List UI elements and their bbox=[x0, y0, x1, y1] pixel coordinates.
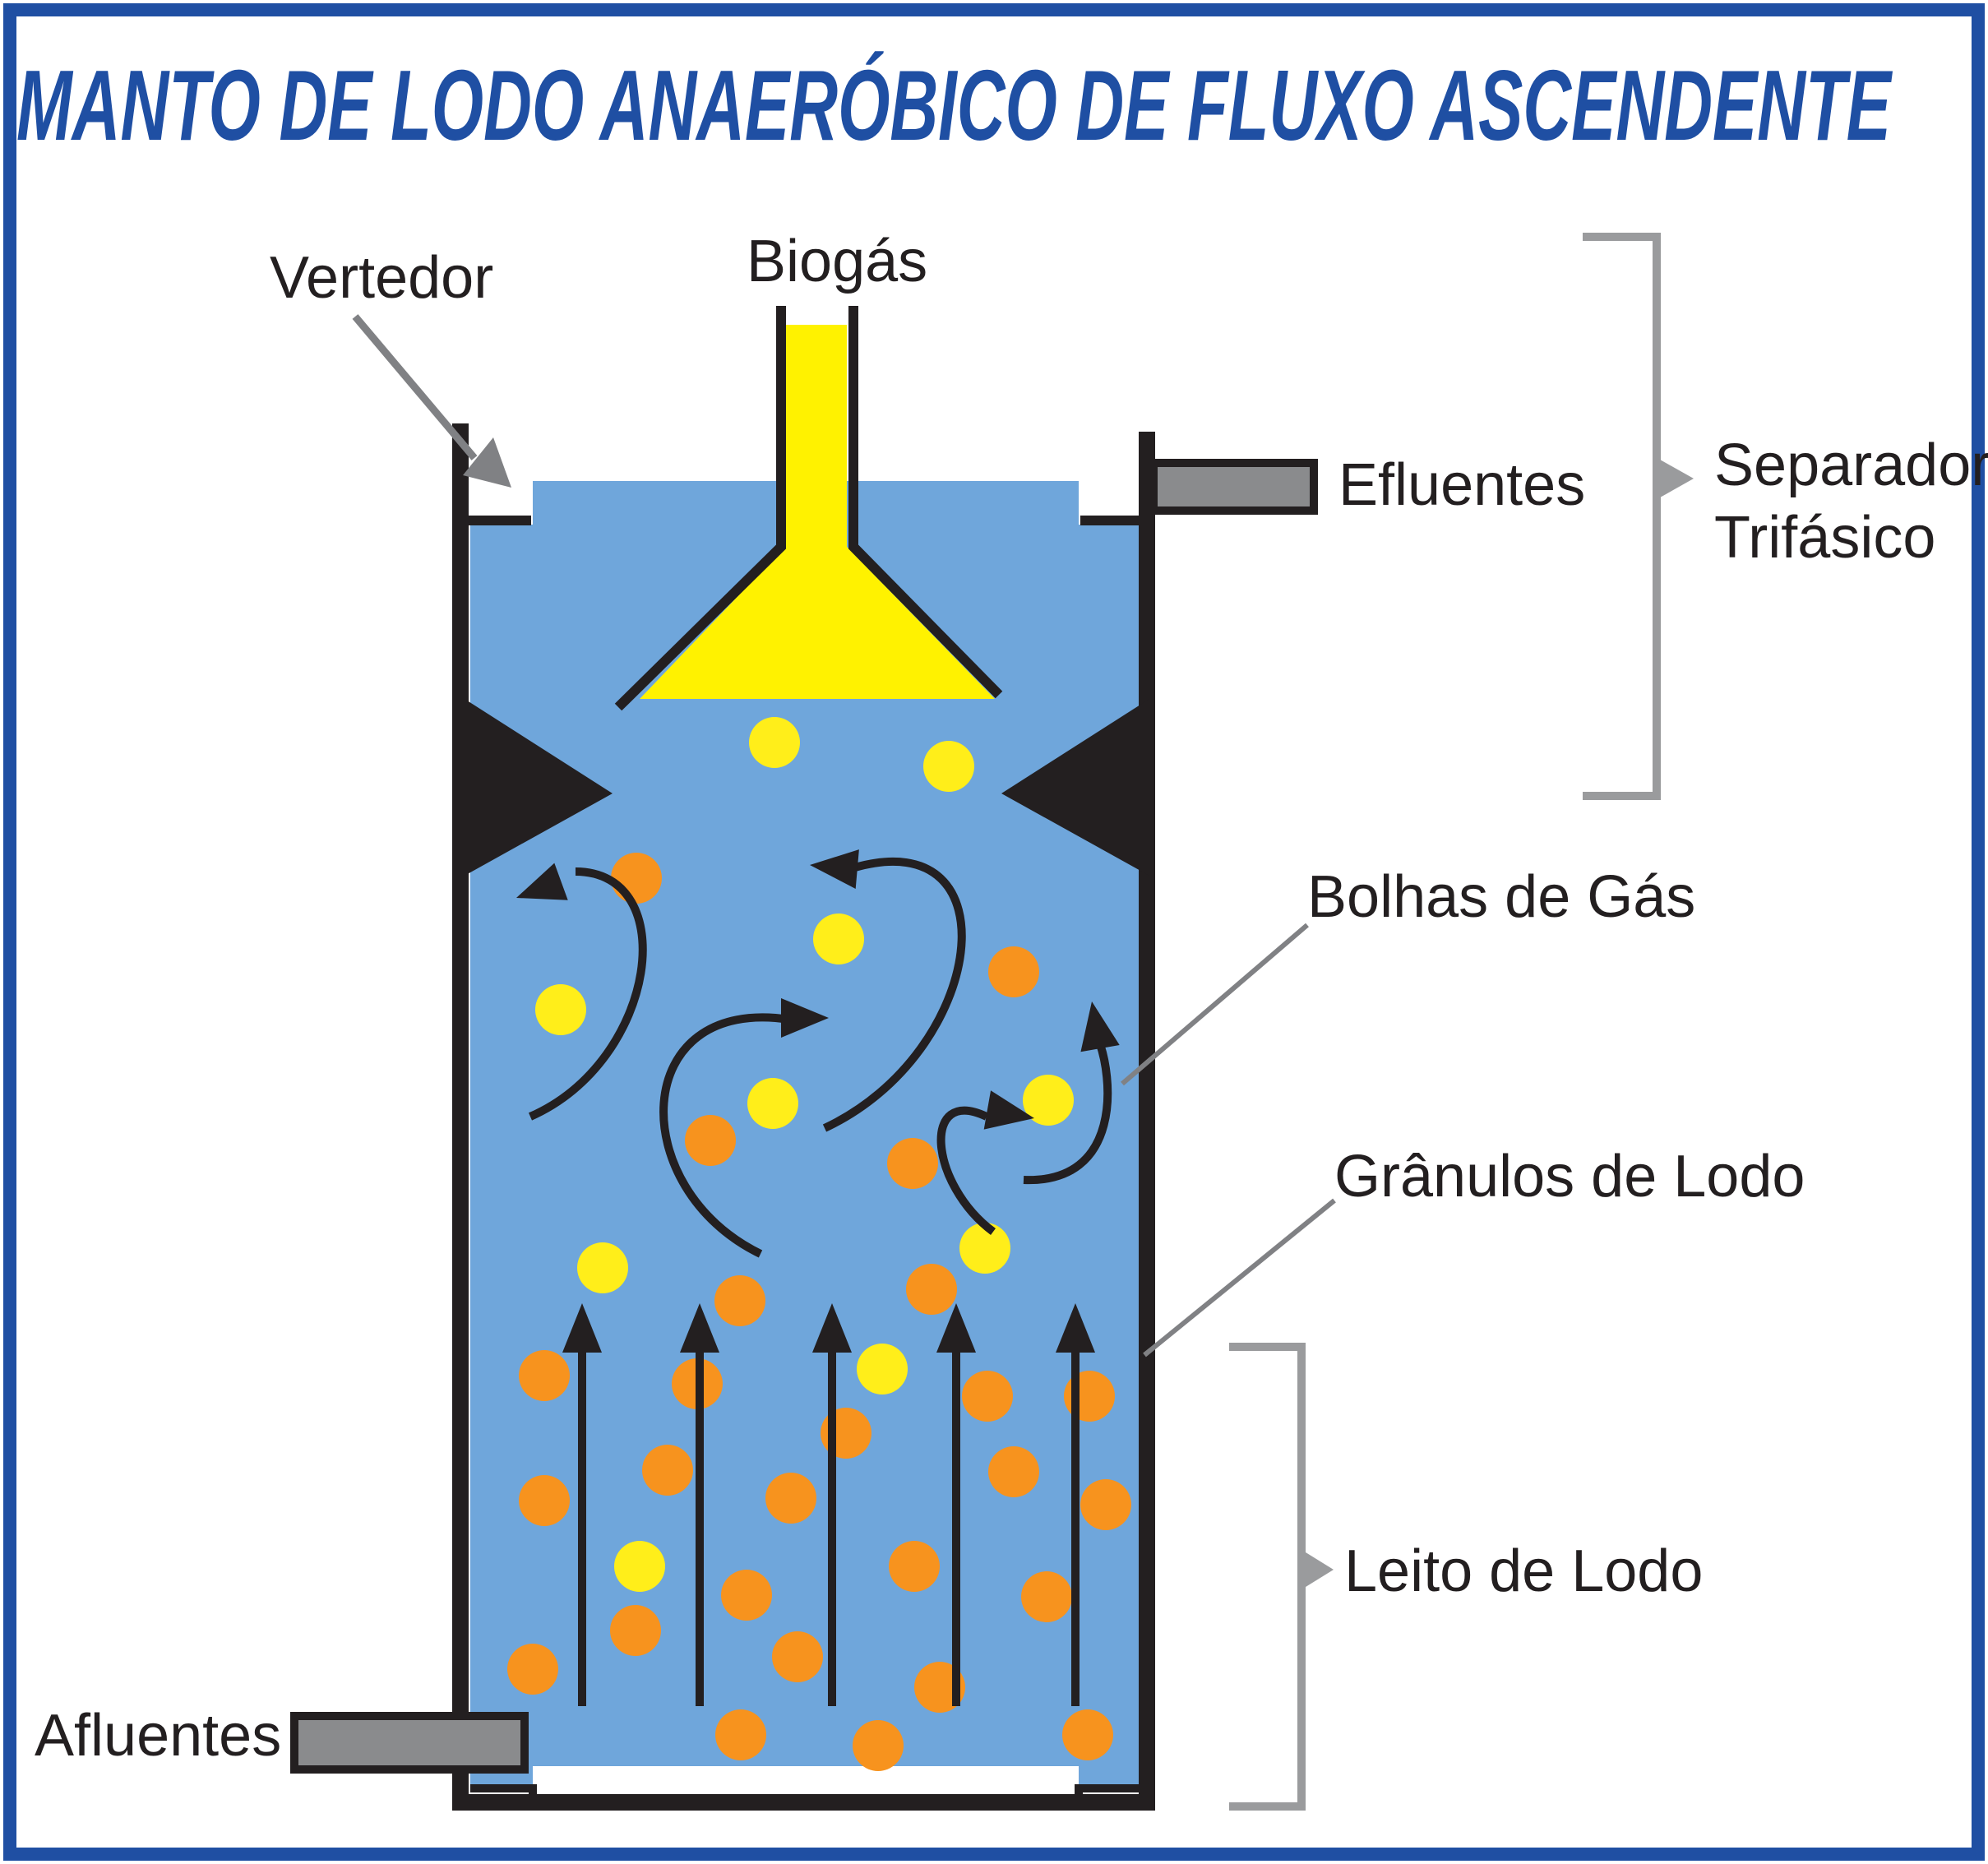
sludge-granule bbox=[611, 853, 662, 904]
sludge-granule bbox=[962, 1371, 1013, 1422]
label-bolhas: Bolhas de Gás bbox=[1307, 864, 1695, 930]
sludge-granule bbox=[610, 1605, 661, 1656]
sludge-granule bbox=[988, 946, 1039, 997]
arrow-head bbox=[983, 1090, 1034, 1130]
label-trifasico: Trifásico bbox=[1714, 505, 1935, 571]
diagram-title: MANTO DE LODO ANAERÓBICO DE FLUXO ASCEND… bbox=[16, 49, 1893, 161]
gas-bubble bbox=[749, 717, 800, 768]
sludge-granule bbox=[715, 1709, 766, 1760]
bottom-step bbox=[470, 1784, 537, 1801]
gas-bubble bbox=[535, 984, 586, 1035]
deflector-right bbox=[1001, 699, 1149, 876]
arrow-head bbox=[812, 1303, 852, 1353]
label-separador: Separador bbox=[1714, 432, 1988, 498]
arrow-head bbox=[562, 1303, 602, 1353]
gas-bubble bbox=[747, 1078, 798, 1129]
gas-hood-outline bbox=[848, 306, 1003, 699]
arrow-head bbox=[1080, 1001, 1120, 1052]
label-afluentes: Afluentes bbox=[35, 1703, 281, 1769]
sludge-granule bbox=[853, 1720, 904, 1771]
vertedor-pointer bbox=[352, 314, 478, 460]
deflector-left bbox=[465, 699, 613, 876]
sludge-granule bbox=[519, 1350, 570, 1401]
label-granulos: Grânulos de Lodo bbox=[1334, 1144, 1805, 1210]
granules-pointer bbox=[1143, 1198, 1336, 1358]
sludge-granule bbox=[642, 1445, 693, 1496]
effluent-pipe bbox=[1149, 459, 1318, 515]
gas-hood-outline bbox=[614, 306, 786, 711]
gas-bubble bbox=[614, 1541, 665, 1592]
sludge-granule bbox=[1021, 1571, 1072, 1622]
sludge-granule bbox=[906, 1264, 957, 1315]
reactor-wall-left bbox=[452, 423, 1155, 1811]
arrow-head bbox=[936, 1303, 976, 1353]
label-efluentes: Efluentes bbox=[1338, 452, 1585, 518]
sludge-granule bbox=[887, 1138, 938, 1189]
reactor bbox=[452, 306, 1155, 1811]
affluent-pipe bbox=[290, 1712, 529, 1774]
bottom-step bbox=[1075, 1784, 1143, 1801]
sludge-granule bbox=[1062, 1709, 1113, 1760]
sludge-granule bbox=[988, 1446, 1039, 1497]
curved-arrow-icon bbox=[659, 1013, 790, 1258]
flow-arrows bbox=[516, 849, 1120, 1706]
gas-hood bbox=[640, 325, 995, 699]
bubbles-pointer bbox=[1121, 923, 1309, 1086]
arrow-head bbox=[781, 998, 829, 1038]
arrow-head bbox=[680, 1303, 719, 1353]
sludge-granule bbox=[714, 1275, 765, 1326]
gas-bubble bbox=[577, 1242, 628, 1293]
curved-arrow-icon bbox=[1023, 1036, 1112, 1185]
sludge-granule bbox=[765, 1473, 816, 1524]
bed-bracket-tip bbox=[1299, 1548, 1334, 1591]
separator-bracket bbox=[1583, 233, 1661, 800]
sludge-granule bbox=[1080, 1479, 1131, 1530]
arrow-head bbox=[1056, 1303, 1095, 1353]
gas-bubble bbox=[923, 741, 974, 792]
gas-bubble bbox=[813, 913, 864, 964]
label-vertedor: Vertedor bbox=[270, 245, 493, 311]
sludge-granule bbox=[519, 1475, 570, 1526]
vertedor-pointer-head bbox=[463, 437, 511, 488]
sludge-granule bbox=[721, 1570, 772, 1621]
water-body bbox=[470, 481, 1144, 1791]
separator-bracket-tip bbox=[1654, 456, 1694, 501]
label-leito: Leito de Lodo bbox=[1344, 1538, 1703, 1604]
label-biogas: Biogás bbox=[747, 229, 927, 294]
curved-arrow-icon bbox=[936, 1106, 996, 1236]
sludge-granule bbox=[507, 1644, 558, 1695]
sludge-granule bbox=[772, 1631, 823, 1682]
gas-bubble bbox=[959, 1223, 1010, 1274]
curved-arrow-icon bbox=[528, 867, 647, 1121]
curved-arrow-icon bbox=[822, 858, 966, 1132]
gas-bubble bbox=[857, 1344, 908, 1395]
sludge-granule bbox=[889, 1541, 940, 1592]
arrow-head bbox=[516, 863, 568, 900]
arrow-head bbox=[810, 849, 859, 889]
gas-bubble bbox=[1023, 1075, 1074, 1126]
sludge-granule bbox=[685, 1115, 736, 1166]
